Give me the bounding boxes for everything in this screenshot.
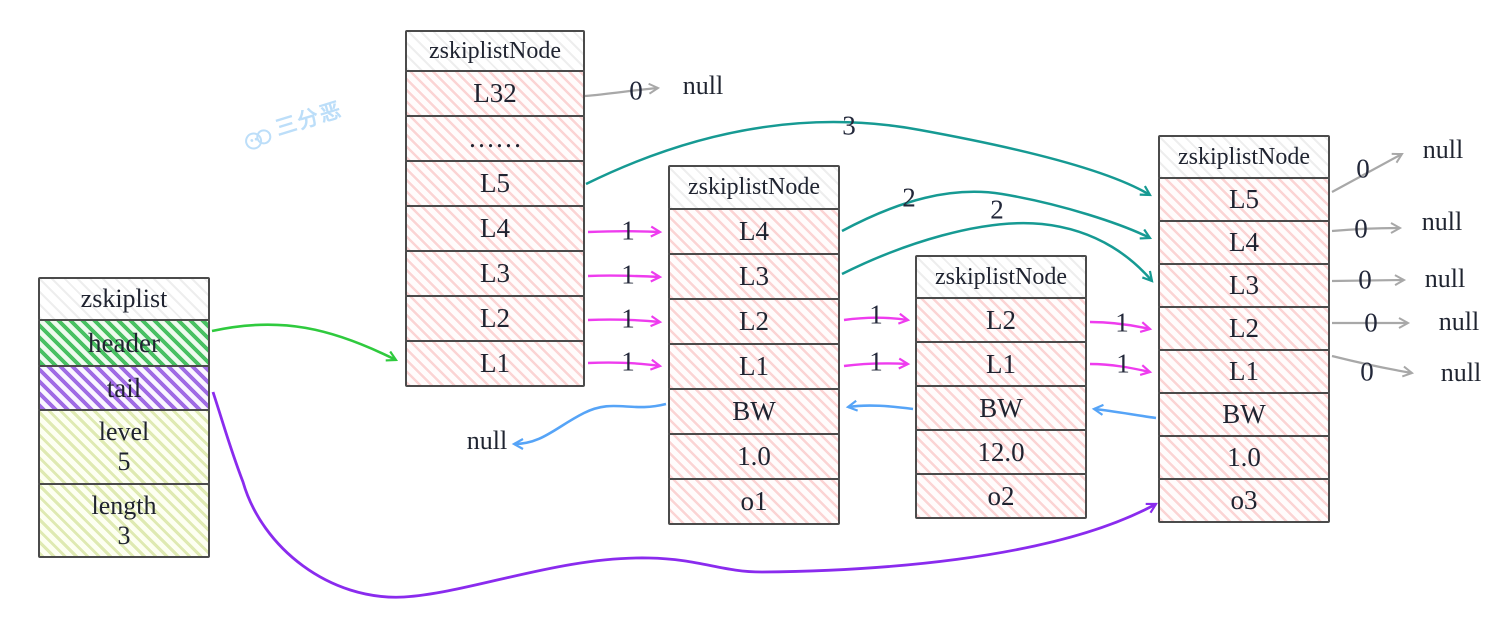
null-label-l3: null <box>1424 264 1466 293</box>
header-node-row-ellipsis: …… <box>405 115 585 162</box>
node2-row-backward: BW <box>915 385 1087 431</box>
zskiplist-level-label: level <box>98 417 150 447</box>
span-label-0-l1: 0 <box>1360 356 1374 387</box>
span-label-0-l4: 0 <box>1354 213 1368 244</box>
span-label-0-l2: 0 <box>1364 307 1378 338</box>
zskiplist-level-field: level 5 <box>38 409 210 485</box>
node2: zskiplistNode L2 L1 BW 12.0 o2 <box>915 255 1087 519</box>
zskiplist-level-value: 5 <box>117 447 131 476</box>
node3-row-l1: L1 <box>1158 349 1330 394</box>
zskiplist-header-field: header <box>38 319 210 367</box>
header-node-row-l32: L32 <box>405 70 585 117</box>
node3-row-score: 1.0 <box>1158 435 1330 480</box>
zskiplist-length-label: length <box>91 490 157 520</box>
zskiplist-title: zskiplist <box>38 277 210 321</box>
node1-row-l3: L3 <box>668 253 840 300</box>
null-label-l1: null <box>1440 358 1482 387</box>
node2-row-obj: o2 <box>915 473 1087 519</box>
arrow-backward-node3-to-node2 <box>1091 403 1157 420</box>
span-label-1-n2-l1: 1 <box>1116 348 1130 379</box>
null-label-l4: null <box>1421 207 1463 236</box>
node2-row-score: 12.0 <box>915 429 1087 475</box>
header-node-row-l4: L4 <box>405 205 585 252</box>
node1-row-l2: L2 <box>668 298 840 345</box>
node3-title: zskiplistNode <box>1158 135 1330 179</box>
node3-row-l3: L3 <box>1158 263 1330 308</box>
arrow-backward-node1-to-null <box>511 402 667 450</box>
null-label-backward: null <box>466 426 508 455</box>
node3-row-l5: L5 <box>1158 177 1330 222</box>
zskiplist-length-field: length 3 <box>38 483 210 558</box>
header-node-row-l2: L2 <box>405 295 585 342</box>
zskiplist-length-value: 3 <box>117 520 131 550</box>
node1-row-obj: o1 <box>668 478 840 525</box>
span-label-0-l5: 0 <box>1356 153 1370 184</box>
node2-title: zskiplistNode <box>915 255 1087 299</box>
span-label-1-h-l2: 1 <box>621 303 635 334</box>
span-label-1-h-l3: 1 <box>621 259 635 290</box>
watermark-text: 三分恶 <box>272 97 346 141</box>
watermark: 三分恶 <box>238 93 346 152</box>
node2-row-l1: L1 <box>915 341 1087 387</box>
arrow-header-l32-to-null <box>584 82 661 98</box>
span-label-2-l3: 2 <box>990 194 1004 225</box>
header-node-title: zskiplistNode <box>405 30 585 72</box>
null-label-top: null <box>682 71 724 100</box>
node3-row-l2: L2 <box>1158 306 1330 351</box>
header-node-row-l1: L1 <box>405 340 585 387</box>
header-node-row-l5: L5 <box>405 160 585 207</box>
node3-row-l4: L4 <box>1158 220 1330 265</box>
node1-row-l4: L4 <box>668 208 840 255</box>
null-label-l2: null <box>1438 307 1480 336</box>
node1-row-backward: BW <box>668 388 840 435</box>
header-node-row-l3: L3 <box>405 250 585 297</box>
span-label-1-n1-l1: 1 <box>869 346 883 377</box>
watermark-doodle-icon <box>245 129 272 150</box>
span-label-0-top: 0 <box>629 75 643 106</box>
span-label-1-n2-l2: 1 <box>1115 307 1129 338</box>
node3-row-obj: o3 <box>1158 478 1330 523</box>
header-node: zskiplistNode L32 …… L5 L4 L3 L2 L1 <box>405 30 585 387</box>
span-label-2-l4: 2 <box>902 182 916 213</box>
span-label-0-l3: 0 <box>1358 264 1372 295</box>
arrow-backward-node2-to-node1 <box>845 399 914 412</box>
node2-row-l2: L2 <box>915 297 1087 343</box>
arrow-header-pointer-to-header-node <box>211 323 399 362</box>
span-label-1-h-l4: 1 <box>621 215 635 246</box>
node1-title: zskiplistNode <box>668 165 840 210</box>
span-label-1-n1-l2: 1 <box>869 299 883 330</box>
node3: zskiplistNode L5 L4 L3 L2 L1 BW 1.0 o3 <box>1158 135 1330 523</box>
node1-row-score: 1.0 <box>668 433 840 480</box>
zskiplist-struct: zskiplist header tail level 5 length 3 <box>38 277 210 558</box>
node1: zskiplistNode L4 L3 L2 L1 BW 1.0 o1 <box>668 165 840 525</box>
span-label-1-h-l1: 1 <box>621 346 635 377</box>
zskiplist-tail-field: tail <box>38 365 210 411</box>
node1-row-l1: L1 <box>668 343 840 390</box>
span-label-3: 3 <box>842 110 856 141</box>
node3-row-backward: BW <box>1158 392 1330 437</box>
null-label-l5: null <box>1422 135 1464 164</box>
